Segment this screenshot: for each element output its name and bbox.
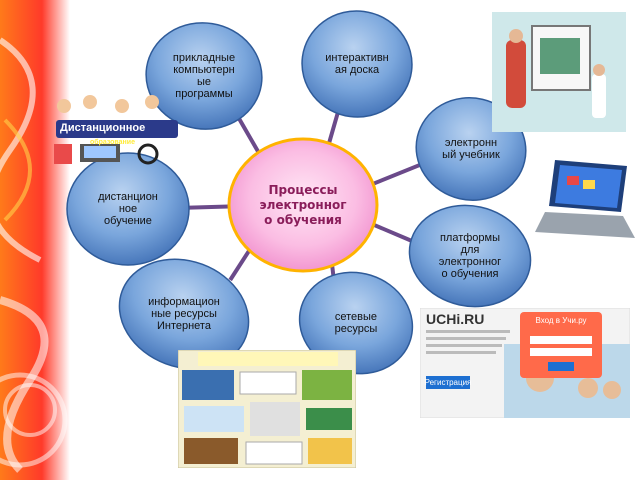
kid-head-2 bbox=[83, 95, 97, 109]
swirl-2 bbox=[0, 296, 49, 473]
collage-thumb-2 bbox=[239, 371, 297, 395]
collage-thumb-7 bbox=[184, 438, 238, 464]
headphones-icon bbox=[137, 143, 159, 165]
teacher-head bbox=[509, 29, 523, 43]
swirl-1 bbox=[0, 37, 42, 263]
classroom-photo bbox=[492, 12, 626, 132]
uchi-text-line-2 bbox=[426, 337, 506, 340]
collage-thumb-1 bbox=[182, 370, 234, 400]
collage-thumb-3 bbox=[302, 370, 352, 400]
uchi-logo: UCHi.RU bbox=[426, 311, 485, 327]
uchi-text-line-3 bbox=[426, 344, 502, 347]
collage-thumb-5 bbox=[250, 402, 300, 436]
swirl-ring-1 bbox=[0, 372, 68, 468]
resources-collage bbox=[178, 350, 356, 468]
board-content bbox=[540, 38, 580, 74]
center-node bbox=[227, 137, 379, 273]
kid-head-4 bbox=[145, 95, 159, 109]
uchi-login-button bbox=[548, 362, 574, 371]
books-icon bbox=[54, 144, 72, 164]
connector-interactive-board bbox=[326, 110, 341, 147]
connector-platforms bbox=[369, 221, 416, 244]
student-head bbox=[593, 64, 605, 76]
connector-e-textbook bbox=[368, 162, 423, 188]
child-head-3 bbox=[603, 381, 621, 399]
distance-logo-title: Дистанционное bbox=[60, 122, 146, 134]
uchi-login-field-1 bbox=[530, 336, 592, 344]
node-distance-learning bbox=[66, 152, 190, 266]
connector-distance-learning bbox=[185, 204, 233, 210]
collage-thumb-4 bbox=[184, 406, 244, 432]
kid-head-1 bbox=[57, 99, 71, 113]
distance-logo-subtitle: образование bbox=[90, 139, 135, 146]
connector-internet-resources bbox=[228, 246, 253, 282]
collage-thumb-8 bbox=[245, 441, 303, 465]
node-platforms bbox=[408, 204, 532, 308]
teacher-figure bbox=[506, 40, 526, 108]
student-figure bbox=[592, 74, 606, 118]
uchi-login-title: Вход в Учи.ру bbox=[535, 315, 587, 325]
node-internet-resources bbox=[118, 258, 250, 370]
swirl-ring-2 bbox=[3, 383, 57, 437]
node-interactive-board bbox=[301, 10, 413, 118]
distance-education-logo bbox=[54, 95, 178, 165]
uchi-login-panel bbox=[520, 312, 602, 378]
swirl-3 bbox=[3, 118, 32, 222]
laptop-keyboard bbox=[535, 212, 635, 238]
node-applied-programs bbox=[145, 22, 263, 130]
uchi-text-lines bbox=[426, 330, 510, 333]
center-node-label: Процессы электронног о обучения bbox=[259, 182, 347, 227]
connector-applied-programs bbox=[235, 114, 262, 157]
kid-head-3 bbox=[115, 99, 129, 113]
logo-banner bbox=[56, 120, 178, 138]
uchi-ru-screenshot bbox=[420, 308, 630, 418]
laptop-illustration bbox=[535, 160, 635, 238]
collage-header bbox=[198, 352, 338, 366]
uchi-login-field-2 bbox=[530, 348, 592, 356]
child-head-2 bbox=[578, 378, 598, 398]
laptop-screen bbox=[84, 146, 116, 158]
uchi-register-label: Регистрация bbox=[424, 378, 472, 387]
screen-book-2 bbox=[583, 180, 595, 189]
screen-book-1 bbox=[567, 176, 579, 185]
uchi-register-button bbox=[426, 376, 470, 389]
collage-thumb-6 bbox=[306, 408, 352, 430]
uchi-text-line-4 bbox=[426, 351, 496, 354]
collage-thumb-9 bbox=[308, 438, 352, 464]
